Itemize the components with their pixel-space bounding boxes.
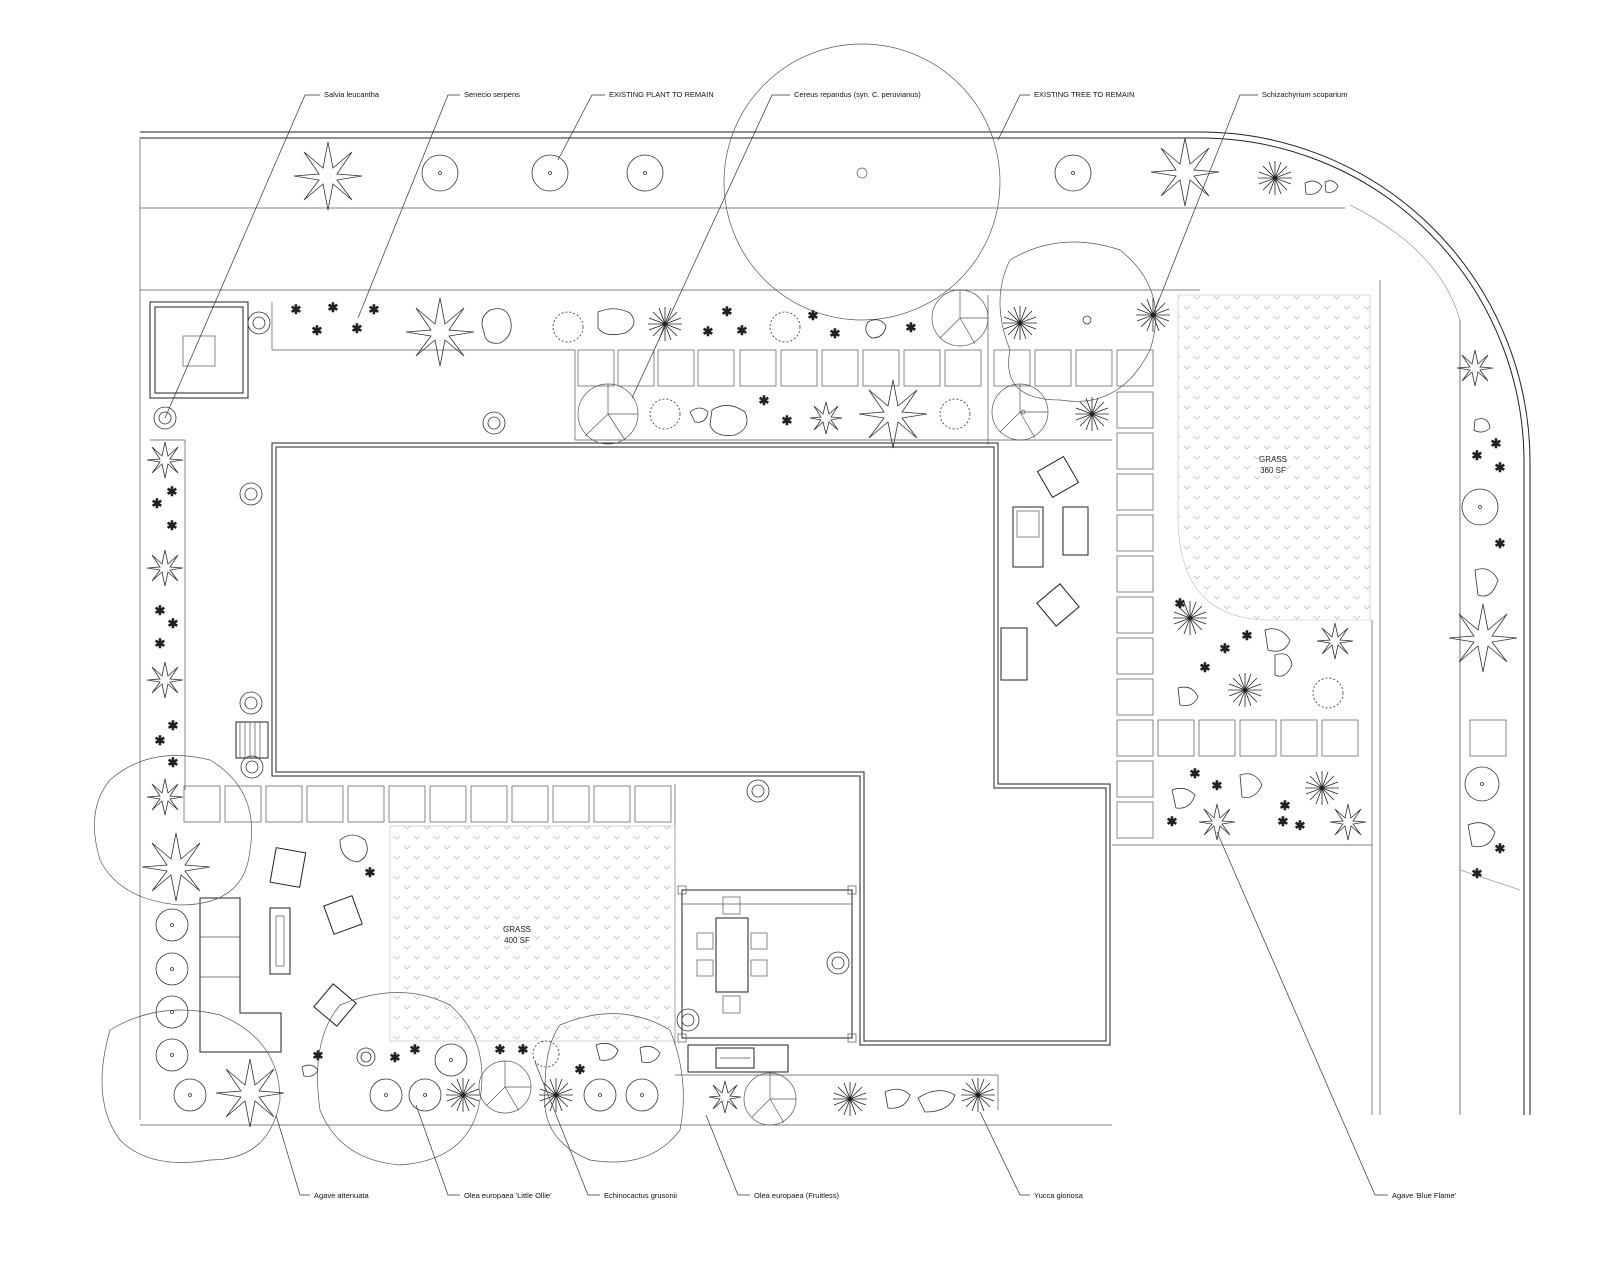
svg-text:✱: ✱ <box>155 637 166 652</box>
svg-text:✱: ✱ <box>1491 437 1502 452</box>
svg-text:✱: ✱ <box>808 309 819 324</box>
callout-echinocactus: Echinocactus grusonii <box>604 1191 677 1200</box>
svg-text:✱: ✱ <box>1220 642 1231 657</box>
plant-yucca <box>446 161 1339 1116</box>
svg-text:✱: ✱ <box>1200 661 1211 676</box>
svg-text:✱: ✱ <box>518 1043 529 1058</box>
grass-area-main <box>389 825 676 1042</box>
callout-existing-plant: EXISTING PLANT TO REMAIN <box>609 90 714 99</box>
grass-area-side <box>1177 294 1371 621</box>
svg-text:✱: ✱ <box>167 519 178 534</box>
svg-text:✱: ✱ <box>312 324 323 339</box>
svg-text:✱: ✱ <box>737 324 748 339</box>
svg-text:✱: ✱ <box>830 327 841 342</box>
pergola-dining <box>677 885 857 1043</box>
callouts-bottom: Agave attenuata Olea europaea 'Little Ol… <box>314 1191 1457 1200</box>
svg-text:✱: ✱ <box>291 303 302 318</box>
lounge-furniture <box>199 847 363 1053</box>
callouts-top: Salvia leucantha Senecio serpens EXISTIN… <box>324 90 1347 99</box>
svg-text:✱: ✱ <box>1278 815 1289 830</box>
svg-text:✱: ✱ <box>722 305 733 320</box>
svg-text:✱: ✱ <box>313 1049 324 1064</box>
house-footprint <box>271 442 1111 1046</box>
plant-senecio: ✱✱✱ ✱✱ ✱✱✱ ✱✱✱ ✱✱ ✱✱✱ ✱✱✱ ✱✱✱ ✱✱✱ ✱✱✱ ✱ … <box>151 301 1506 1079</box>
svg-text:✱: ✱ <box>1472 449 1483 464</box>
callout-cereus-repandus: Cereus repandus (syn. C. peruvianus) <box>794 90 921 99</box>
svg-text:✱: ✱ <box>155 734 166 749</box>
svg-text:✱: ✱ <box>575 1063 586 1078</box>
svg-text:✱: ✱ <box>703 325 714 340</box>
paver-column-right <box>1116 391 1154 839</box>
plant-salvia <box>153 311 850 1032</box>
svg-text:✱: ✱ <box>1167 815 1178 830</box>
plant-barrel-cactus <box>532 311 1344 1068</box>
svg-text:✱: ✱ <box>168 756 179 771</box>
svg-text:✱: ✱ <box>352 322 363 337</box>
paver-row-bottom <box>183 785 672 823</box>
callout-existing-tree: EXISTING TREE TO REMAIN <box>1034 90 1134 99</box>
callout-agave-blue-flame: Agave 'Blue Flame' <box>1392 1191 1457 1200</box>
svg-text:✱: ✱ <box>1295 819 1306 834</box>
svg-text:✱: ✱ <box>759 394 770 409</box>
callout-agave-attenuata: Agave attenuata <box>314 1191 369 1200</box>
callout-salvia-leucantha: Salvia leucantha <box>324 90 380 99</box>
grass-main-size: 400 SF <box>504 936 530 945</box>
paver-row-top <box>577 349 1154 387</box>
svg-text:✱: ✱ <box>1242 629 1253 644</box>
svg-text:✱: ✱ <box>782 414 793 429</box>
existing-tree-canopy <box>723 43 1001 321</box>
callout-olea-little-ollie: Olea europaea 'Little Ollie' <box>464 1191 552 1200</box>
grass-side-name: GRASS <box>1259 455 1287 464</box>
bbq-grill <box>687 1044 789 1073</box>
grass-side-size: 360 SF <box>1260 466 1286 475</box>
svg-text:✱: ✱ <box>152 497 163 512</box>
plant-agave-blue-flame <box>146 349 1494 1114</box>
svg-text:✱: ✱ <box>168 617 179 632</box>
svg-text:✱: ✱ <box>1495 842 1506 857</box>
callout-yucca-gloriosa: Yucca gloriosa <box>1034 1191 1084 1200</box>
svg-text:✱: ✱ <box>167 485 178 500</box>
grass-main-name: GRASS <box>503 925 531 934</box>
paver-row-right <box>1157 719 1507 757</box>
svg-text:✱: ✱ <box>495 1043 506 1058</box>
svg-text:✱: ✱ <box>369 303 380 318</box>
planter-box <box>149 301 249 399</box>
svg-text:✱: ✱ <box>1212 779 1223 794</box>
svg-text:✱: ✱ <box>168 719 179 734</box>
svg-text:✱: ✱ <box>410 1043 421 1058</box>
plant-cereus <box>478 289 1049 1126</box>
svg-text:✱: ✱ <box>365 866 376 881</box>
plant-olive-little-ollie <box>155 908 659 1112</box>
svg-text:✱: ✱ <box>1190 767 1201 782</box>
svg-text:✱: ✱ <box>1495 537 1506 552</box>
callout-olea-fruitless: Olea europaea (Fruitless) <box>754 1191 840 1200</box>
plant-agave <box>141 137 1518 1128</box>
svg-text:✱: ✱ <box>1280 799 1291 814</box>
svg-text:✱: ✱ <box>328 301 339 316</box>
svg-text:✱: ✱ <box>1175 597 1186 612</box>
boulders <box>301 180 1499 1113</box>
patio-furniture-right <box>1012 455 1089 627</box>
leader-lines <box>164 94 1388 1196</box>
svg-text:✱: ✱ <box>390 1051 401 1066</box>
svg-text:✱: ✱ <box>906 321 917 336</box>
svg-text:✱: ✱ <box>155 604 166 619</box>
stair-steps <box>235 721 269 759</box>
property-boundary <box>139 131 1531 1126</box>
callout-schizachyrium: Schizachyrium scoparium <box>1262 90 1347 99</box>
svg-text:✱: ✱ <box>1472 867 1483 882</box>
plant-existing <box>421 154 1500 802</box>
tree-canopies <box>94 241 1157 1166</box>
callout-senecio-serpens: Senecio serpens <box>464 90 520 99</box>
svg-text:✱: ✱ <box>1495 461 1506 476</box>
